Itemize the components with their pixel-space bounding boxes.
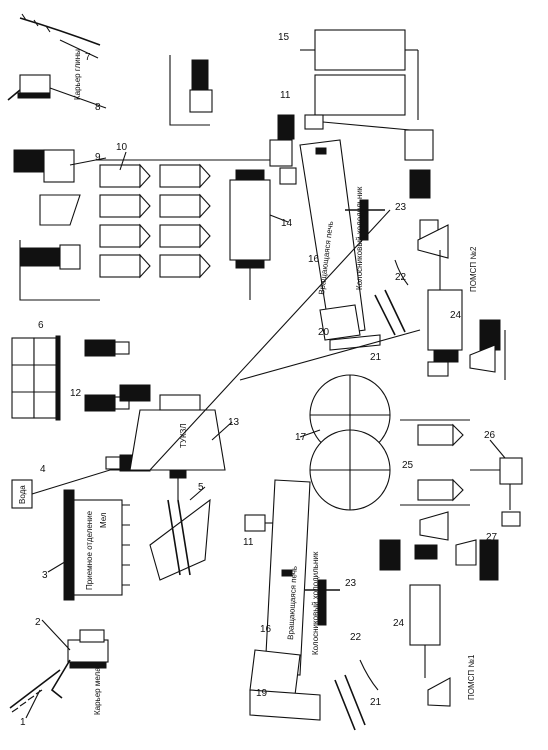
callout-14: 14 <box>281 218 293 229</box>
mixer-tank <box>129 394 226 500</box>
label-water-tank: Вода <box>18 485 27 504</box>
callout-21a: 21 <box>370 352 382 363</box>
callout-13: 13 <box>228 417 240 428</box>
label-receiving-section: Приемное отделение <box>85 510 94 590</box>
label-mixer: ТУКЗЛ <box>179 423 188 448</box>
cooler-1 <box>305 579 340 626</box>
callout-17: 17 <box>295 432 307 443</box>
callout-10: 10 <box>116 142 128 153</box>
clinker-conveyor-2 <box>374 259 409 336</box>
callout-20: 20 <box>318 327 330 338</box>
cement-mill-2 <box>417 219 506 380</box>
silo-bank <box>95 159 270 279</box>
callout-23a: 23 <box>395 202 407 213</box>
label-kiln-1: Вращающаяся печь <box>286 566 299 640</box>
cooler-2 <box>345 199 385 241</box>
callout-21b: 21 <box>370 697 382 708</box>
callout-16a: 16 <box>308 254 320 265</box>
callout-5: 5 <box>198 482 204 493</box>
callout-1: 1 <box>20 717 26 728</box>
callout-11a: 11 <box>280 90 291 101</box>
callout-19: 19 <box>256 688 268 699</box>
feeder-top <box>269 114 297 185</box>
storage-bins <box>11 335 61 421</box>
packing-unit <box>470 457 523 527</box>
label-quarry-clay: Карьер глины <box>73 49 82 100</box>
callout-24b: 24 <box>393 618 405 629</box>
label-cooler-1: Колосниковый холодильник <box>311 551 320 655</box>
callout-22b: 22 <box>350 632 362 643</box>
slurry-basins <box>309 374 391 511</box>
crusher-unit <box>13 149 81 270</box>
rotary-kiln-2 <box>299 139 381 351</box>
clay-line <box>19 240 100 301</box>
feed-conveyor <box>149 498 211 581</box>
rotary-kiln-1 <box>249 479 311 696</box>
callout-22a: 22 <box>395 272 407 283</box>
callout-15: 15 <box>278 32 290 43</box>
callout-4: 4 <box>40 464 46 475</box>
callout-24a: 24 <box>450 310 462 321</box>
callout-6: 6 <box>38 320 44 331</box>
label-plant-1: ПОМСП №1 <box>467 654 476 700</box>
callout-26: 26 <box>484 430 496 441</box>
leader-lines <box>25 39 506 719</box>
label-quarry-chalk: Карьер мела <box>93 667 102 715</box>
fuel-silos <box>300 29 419 120</box>
discharge-hopper <box>249 689 321 721</box>
feed-line-diagonal <box>149 209 391 471</box>
callout-11b: 11 <box>243 537 254 548</box>
callouts: 1 2 3 4 5 6 7 8 9 10 11 11 12 13 14 15 1… <box>20 32 498 728</box>
callout-3: 3 <box>42 570 48 581</box>
chalk-excavator <box>9 629 109 713</box>
cement-silos <box>400 419 470 506</box>
callout-12: 12 <box>70 388 82 399</box>
callout-27: 27 <box>486 532 498 543</box>
callout-9: 9 <box>95 152 101 163</box>
dosing-unit-bottom <box>244 514 275 532</box>
callout-16b: 16 <box>260 624 272 635</box>
callout-8: 8 <box>95 102 101 113</box>
label-mill: Мел <box>99 512 108 528</box>
label-cooler-2: Колосниковый холодильник <box>355 186 364 290</box>
return-line <box>239 329 421 381</box>
callout-23b: 23 <box>345 578 357 589</box>
dosing-unit-top <box>169 55 213 126</box>
dosing-unit-right <box>304 114 434 199</box>
cement-mill-1 <box>379 511 499 707</box>
callout-2: 2 <box>35 617 41 628</box>
water-line <box>31 469 150 495</box>
clay-quarry <box>7 13 101 101</box>
label-plant-2: ПОМСП №2 <box>469 246 478 292</box>
drum-mixer <box>229 169 271 300</box>
callout-25: 25 <box>402 460 414 471</box>
callout-7: 7 <box>85 52 91 63</box>
clinker-conveyor-1 <box>334 659 379 731</box>
receiving-section <box>63 489 130 601</box>
